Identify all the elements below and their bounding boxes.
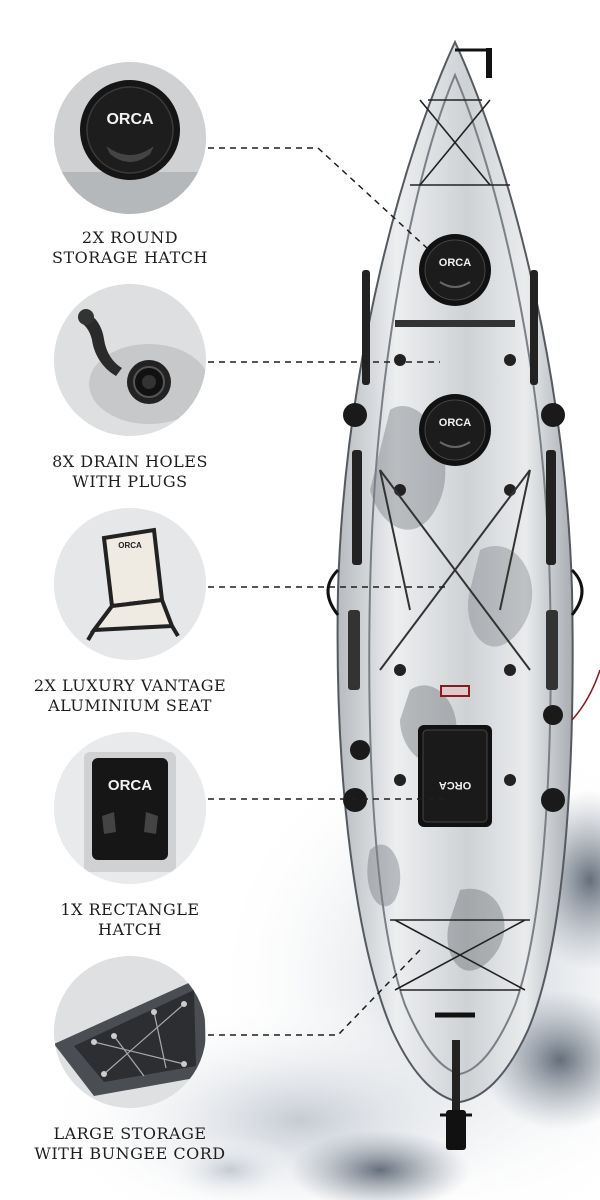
- bungee-storage-photo: [54, 956, 206, 1108]
- feature-caption-round-hatch: 2X ROUND STORAGE HATCH: [0, 228, 260, 268]
- feature-caption-bungee-storage: LARGE STORAGE WITH BUNGEE CORD: [0, 1124, 260, 1164]
- svg-text:ORCA: ORCA: [106, 111, 154, 128]
- hatch-logo-3: ORCA: [439, 779, 471, 791]
- rectangle-hatch-photo: ORCA: [54, 732, 206, 884]
- hatch-logo-1: ORCA: [439, 257, 471, 269]
- caption-line-2: STORAGE HATCH: [52, 248, 208, 267]
- caption-line-1: 2X LUXURY VANTAGE: [33, 676, 227, 695]
- caption-line-2: HATCH: [98, 920, 162, 939]
- seat-photo: ORCA: [54, 508, 206, 660]
- caption-line-2: WITH BUNGEE CORD: [34, 1144, 226, 1163]
- svg-text:ORCA: ORCA: [118, 541, 142, 550]
- round-hatch-photo: ORCA: [54, 62, 206, 214]
- caption-line-1: 8X DRAIN HOLES: [52, 452, 208, 471]
- caption-line-1: 1X RECTANGLE: [60, 900, 200, 919]
- caption-line-1: 2X ROUND: [81, 228, 179, 247]
- feature-caption-seat: 2X LUXURY VANTAGE ALUMINIUM SEAT: [0, 676, 260, 716]
- feature-caption-rectangle-hatch: 1X RECTANGLE HATCH: [0, 900, 260, 940]
- hatch-logo-2: ORCA: [439, 417, 471, 429]
- feature-caption-drain-holes: 8X DRAIN HOLES WITH PLUGS: [0, 452, 260, 492]
- caption-line-2: WITH PLUGS: [72, 472, 188, 491]
- caption-line-2: ALUMINIUM SEAT: [48, 696, 212, 715]
- drain-plug-photo: [54, 284, 206, 436]
- caption-line-1: LARGE STORAGE: [53, 1124, 207, 1143]
- svg-text:ORCA: ORCA: [108, 777, 152, 794]
- kayak-top-view: ORCA ORCA: [326, 39, 600, 1150]
